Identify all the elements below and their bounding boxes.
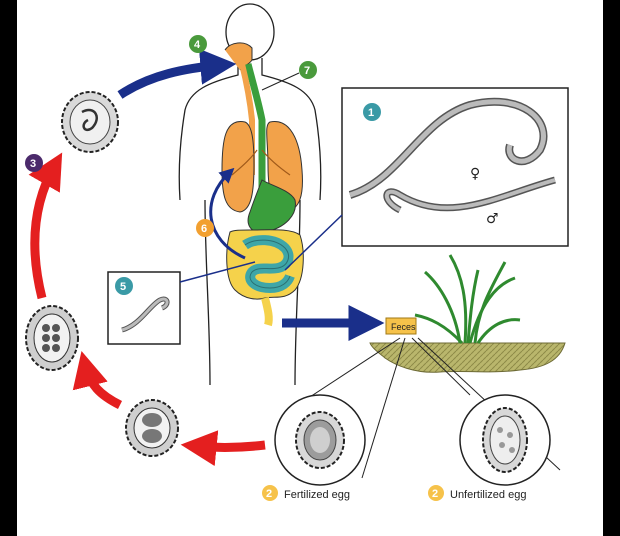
- svg-text:7: 7: [304, 65, 310, 77]
- soil-with-grass: [370, 255, 565, 372]
- svg-text:3: 3: [30, 158, 36, 170]
- feces-text: Feces: [391, 322, 416, 332]
- fertilized-egg-caption: 2 Fertilized egg: [262, 485, 350, 501]
- egg-cleaved: [26, 306, 78, 370]
- female-symbol: ♀: [470, 166, 480, 182]
- svg-text:4: 4: [194, 39, 201, 51]
- stage-7-badge: 7: [299, 61, 317, 79]
- stage-4-badge: 4: [189, 35, 207, 53]
- stage-6-badge: 6: [196, 219, 214, 237]
- egg-two-cell: [126, 400, 178, 456]
- stage-2a-number: 2: [266, 488, 272, 500]
- stage-1-badge: 1: [363, 103, 381, 121]
- fertilized-egg-text: Fertilized egg: [284, 489, 350, 501]
- embryonated-egg-infective: [62, 92, 118, 152]
- male-symbol: ♂: [486, 211, 499, 227]
- svg-text:5: 5: [120, 281, 126, 293]
- unfertilized-egg-circle: [460, 395, 550, 485]
- stage-2b-number: 2: [432, 488, 438, 500]
- unfertilized-egg-text: Unfertilized egg: [450, 489, 526, 501]
- ingestion-arrow: [120, 65, 222, 95]
- stage-3-badge: 3: [25, 154, 43, 172]
- svg-text:6: 6: [201, 223, 207, 235]
- stage-7-pointer: [262, 73, 299, 90]
- unfertilized-egg-caption: 2 Unfertilized egg: [428, 485, 526, 501]
- fertilized-egg-circle: [275, 395, 365, 485]
- stage-5-badge: 5: [115, 277, 133, 295]
- feces-label: Feces: [386, 318, 416, 334]
- svg-text:1: 1: [368, 107, 374, 119]
